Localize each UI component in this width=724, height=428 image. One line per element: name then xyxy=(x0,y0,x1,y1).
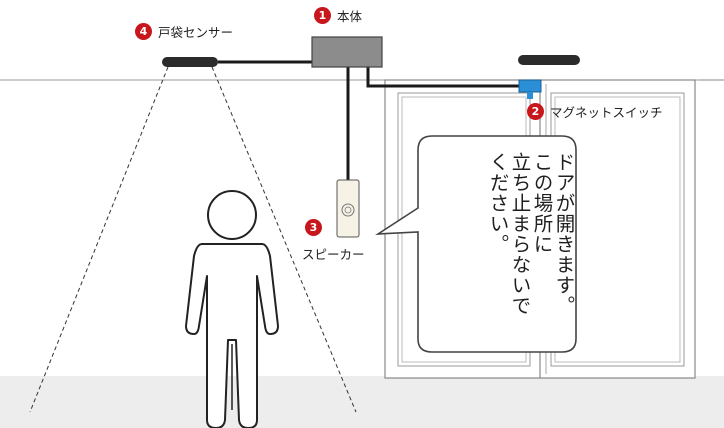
speech-bubble-text: ドアが開きます。 この場所に 立ち止まらないで ください。 xyxy=(424,152,575,347)
callout-magnetic-switch: 2 マグネットスイッチ xyxy=(527,102,663,121)
person-figure xyxy=(185,190,279,428)
callout-main-unit: 1 本体 xyxy=(314,6,362,25)
bubble-line: ドアが開きます。 xyxy=(552,152,575,316)
number-badge-3: 3 xyxy=(305,219,322,236)
speaker-label: スピーカー xyxy=(302,247,365,262)
magnetic-switch xyxy=(518,79,542,99)
bubble-line: ください。 xyxy=(486,152,509,255)
pocket-sensor-label: 戸袋センサー xyxy=(158,25,234,40)
wiring xyxy=(218,60,520,180)
pocket-sensor xyxy=(162,57,218,67)
speaker xyxy=(336,179,360,238)
floor xyxy=(0,376,724,428)
callout-pocket-sensor: 4 戸袋センサー xyxy=(135,22,233,41)
main-unit-label: 本体 xyxy=(337,9,363,24)
bubble-line: 立ち止まらないで xyxy=(508,152,531,316)
bubble-line: この場所に xyxy=(530,152,553,255)
number-badge-4: 4 xyxy=(135,23,152,40)
detection-area xyxy=(29,66,357,413)
speech-bubble xyxy=(375,135,577,353)
door-sensor-right xyxy=(518,55,580,65)
main-unit-box xyxy=(311,36,383,68)
magnetic-switch-label: マグネットスイッチ xyxy=(550,105,663,120)
number-badge-2: 2 xyxy=(527,103,544,120)
number-badge-1: 1 xyxy=(314,7,331,24)
